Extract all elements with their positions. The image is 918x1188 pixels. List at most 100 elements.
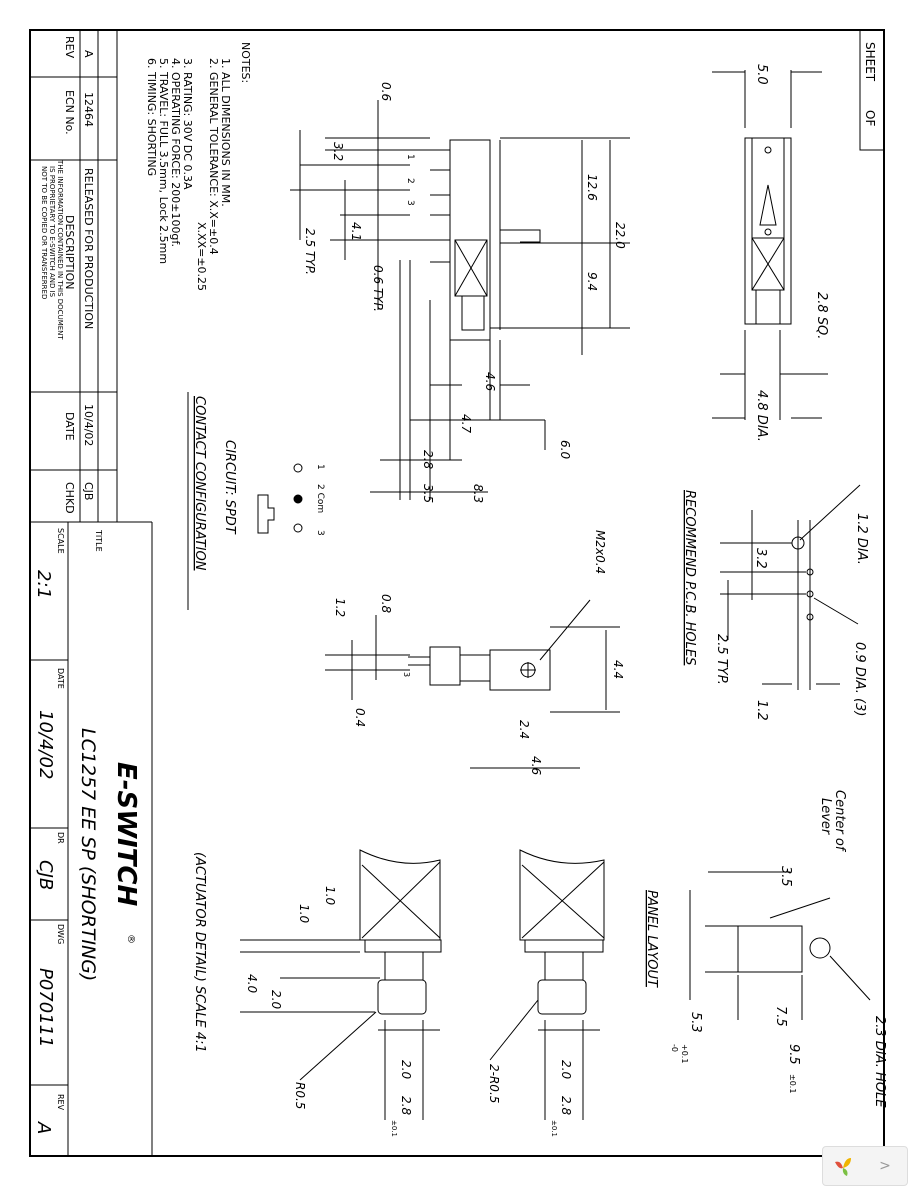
svg-text:0.8: 0.8	[379, 594, 393, 613]
viewer-logo-icon	[823, 1147, 863, 1185]
svg-text:12.6: 12.6	[585, 174, 599, 201]
title-date: 10/4/02	[35, 710, 56, 779]
svg-text:4.4: 4.4	[611, 660, 625, 679]
svg-text:2.4: 2.4	[517, 720, 531, 739]
sheet-border	[29, 29, 885, 1157]
svg-text:7.5: 7.5	[773, 1006, 788, 1027]
contact-title: CONTACT CONFIGURATION	[192, 396, 207, 571]
drafter: CJB	[35, 860, 56, 890]
svg-text:0.6: 0.6	[379, 82, 393, 101]
description-value: RELEASED FOR PRODUCTION	[82, 168, 95, 329]
actuator-title: (ACTUATOR DETAIL) SCALE 4:1	[192, 852, 207, 1053]
svg-text:4.6: 4.6	[483, 372, 497, 391]
actuator-detail: (ACTUATOR DETAIL) SCALE 4:1 1.0 1.0 4.0 …	[192, 849, 605, 1137]
circuit-diagram: 1 2 Com 3 CIRCUIT: SPDT CONTACT CONFIGUR…	[187, 392, 325, 610]
top-view: 5.0 2.8 SQ. 4.8 DIA.	[712, 64, 829, 442]
notes-title: NOTES:	[239, 42, 252, 83]
svg-text:0.9 DIA. (3): 0.9 DIA. (3)	[852, 642, 867, 716]
rev-header: REV	[63, 36, 76, 59]
title-block: TITLE LC1257 EE SP (SHORTING) E-SWITCH ®…	[30, 522, 153, 1156]
rev-label: REV	[56, 1094, 65, 1111]
viewer-next-button[interactable]: >	[822, 1146, 908, 1186]
svg-text:2.8: 2.8	[421, 450, 435, 469]
revision-table: REV ECN No. DESCRIPTION DATE CHKD A 1246…	[30, 30, 152, 523]
svg-text:1.2: 1.2	[333, 598, 347, 617]
svg-text:±0.1: ±0.1	[390, 1120, 398, 1137]
panel-title: PANEL LAYOUT	[644, 890, 659, 988]
dwg-label: DWG	[56, 924, 65, 944]
svg-text:2.3 DIA. HOLE: 2.3 DIA. HOLE	[872, 1016, 887, 1108]
pcb-title: RECOMMEND P.C.B. HOLES	[682, 490, 697, 665]
svg-text:2.5 TYP.: 2.5 TYP.	[714, 634, 729, 685]
svg-text:3.2: 3.2	[753, 548, 768, 569]
svg-text:1.2: 1.2	[754, 700, 769, 721]
dr-label: DR	[56, 832, 65, 844]
svg-text:6. TIMING: SHORTING: 6. TIMING: SHORTING	[145, 58, 158, 176]
svg-text:3. RATING: 30V DC 0.3A: 3. RATING: 30V DC 0.3A	[181, 58, 194, 190]
svg-text:2.0: 2.0	[399, 1060, 413, 1079]
svg-text:±0.1: ±0.1	[550, 1120, 558, 1137]
svg-text:2.8: 2.8	[559, 1096, 573, 1115]
svg-text:0.4: 0.4	[353, 708, 367, 727]
svg-text:1: 1	[405, 154, 415, 160]
front-view: 3 M2x0.4 0.8 1.2 0.4 4.4 2.4 4.6	[325, 530, 625, 775]
svg-text:3: 3	[405, 200, 415, 206]
sheet-of-label: OF	[863, 110, 877, 126]
svg-text:2. GENERAL TOLERANCE: X.X=±0.4: 2. GENERAL TOLERANCE: X.X=±0.4	[207, 58, 220, 255]
scale-value: 2:1	[33, 570, 54, 599]
ecn-header: ECN No.	[63, 90, 76, 135]
circuit-title: CIRCUIT: SPDT	[222, 440, 237, 535]
panel-layout: PANEL LAYOUT Center of Lever 3.5 2.3 DIA…	[644, 790, 887, 1108]
svg-text:2: 2	[405, 178, 415, 184]
drawing-title: LC1257 EE SP (SHORTING)	[77, 728, 99, 981]
svg-text:THE INFORMATION CONTAINED IN T: THE INFORMATION CONTAINED IN THIS DOCUME…	[56, 159, 64, 340]
svg-text:9.4: 9.4	[585, 272, 599, 291]
svg-text:3: 3	[315, 530, 325, 536]
svg-text:X.XX=±0.25: X.XX=±0.25	[195, 222, 208, 291]
date-value: 10/4/02	[82, 404, 95, 446]
sheet-label: SHEET	[863, 42, 877, 82]
svg-text:8.3: 8.3	[471, 484, 485, 503]
rev-value-title: A	[33, 1121, 54, 1134]
chevron-right-icon: >	[879, 1158, 891, 1174]
svg-text:-0: -0	[670, 1044, 679, 1052]
svg-text:+0.1: +0.1	[680, 1044, 689, 1063]
dim-dia: 4.8 DIA.	[754, 390, 769, 442]
date-header: DATE	[63, 412, 76, 441]
svg-text:2.0: 2.0	[559, 1060, 573, 1079]
svg-text:1.2 DIA.: 1.2 DIA.	[854, 513, 869, 565]
dim-width: 5.0	[754, 64, 769, 85]
pcb-holes: RECOMMEND P.C.B. HOLES 1.2 DIA. 3.2 2.5 …	[682, 484, 869, 721]
sheet-of-box: SHEET OF	[859, 29, 885, 151]
svg-text:2.0: 2.0	[269, 990, 283, 1009]
description-header: DESCRIPTION	[63, 215, 76, 289]
svg-text:3.5: 3.5	[778, 866, 793, 887]
svg-text:2.8: 2.8	[399, 1096, 413, 1115]
rev-value: A	[82, 50, 95, 58]
svg-text:22.0: 22.0	[613, 222, 627, 249]
brand-logo: E-SWITCH	[111, 762, 141, 906]
svg-text:M2x0.4: M2x0.4	[593, 530, 607, 574]
svg-text:1.0: 1.0	[297, 904, 311, 923]
brand-mark: ®	[125, 934, 136, 944]
svg-text:9.5: 9.5	[786, 1044, 801, 1065]
drawing-number: P070111	[35, 968, 56, 1048]
svg-text:6.0: 6.0	[558, 440, 572, 459]
svg-text:3: 3	[402, 672, 411, 677]
ecn-value: 12464	[82, 92, 95, 127]
dim-sq: 2.8 SQ.	[814, 292, 829, 339]
chkd-value: CJB	[82, 482, 95, 500]
notes: NOTES: 1. ALL DIMENSIONS IN MM. 2. GENER…	[145, 42, 252, 291]
svg-text:Lever: Lever	[818, 798, 833, 836]
svg-text:2 Com: 2 Com	[315, 484, 325, 513]
svg-text:4.7: 4.7	[459, 414, 473, 433]
chkd-header: CHKD	[63, 482, 76, 514]
svg-text:3.2: 3.2	[331, 142, 345, 161]
svg-text:R0.5: R0.5	[293, 1082, 307, 1109]
side-view: 1 2 3 0.6 3.2 4.1 2.5 TYP. 0.6 TYP. 12.6…	[290, 82, 630, 503]
title-label: TITLE	[94, 529, 103, 552]
svg-text:±0.1: ±0.1	[788, 1074, 797, 1093]
proprietary-note: THE INFORMATION CONTAINED IN THIS DOCUME…	[40, 159, 64, 340]
svg-text:1.0: 1.0	[323, 886, 337, 905]
